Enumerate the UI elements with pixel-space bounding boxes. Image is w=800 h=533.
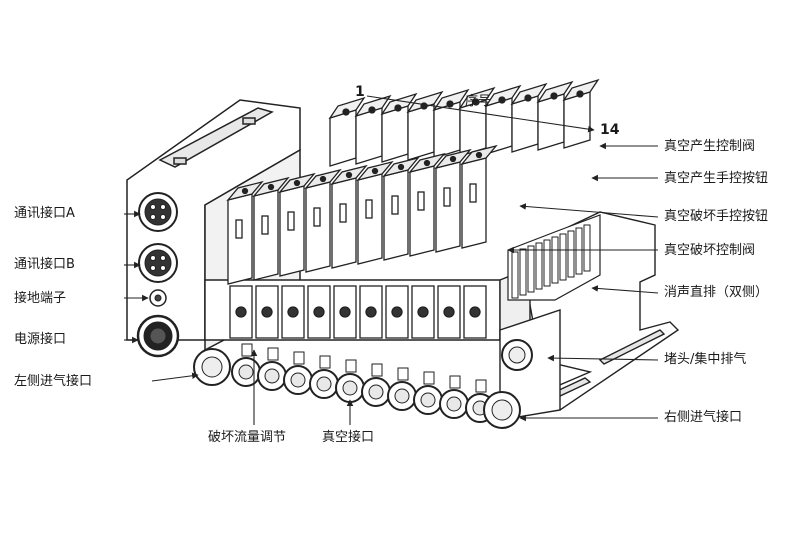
- muffler-fin: [535, 242, 543, 290]
- vacuum-fitting: [257, 347, 287, 391]
- left-inlet-fitting: [193, 348, 231, 386]
- muffler-fin: [583, 224, 591, 272]
- right-inlet-fitting: [483, 391, 521, 429]
- valve-station: [330, 88, 470, 339]
- label-vac-port: 真空接口: [322, 430, 375, 445]
- vacuum-fitting: [335, 359, 365, 403]
- label-power: 电源接口: [14, 332, 67, 347]
- plug-fitting: [501, 339, 533, 371]
- vacuum-fitting: [387, 367, 417, 411]
- label-left-inlet: 左侧进气接口: [14, 374, 93, 389]
- muffler-fin: [567, 230, 575, 278]
- label-flow-adjust: 破坏流量调节: [208, 430, 287, 445]
- muffler-fin: [559, 233, 567, 281]
- sequence-end: 14: [600, 122, 620, 138]
- label-vac-gen-manual: 真空产生手控按钮: [664, 171, 769, 186]
- label-plug: 堵头/集中排气: [664, 352, 747, 367]
- label-vac-gen-valve: 真空产生控制阀: [664, 139, 756, 154]
- label-comm-b: 通讯接口B: [14, 257, 75, 272]
- label-muffler: 消声直排（双侧）: [664, 285, 769, 300]
- valve-station: [226, 96, 366, 339]
- vacuum-fitting: [439, 375, 469, 419]
- valve-station: [252, 94, 392, 339]
- label-comm-a: 通讯接口A: [14, 206, 75, 221]
- sequence-title: 序号: [465, 94, 492, 109]
- vacuum-fitting: [361, 363, 391, 407]
- vacuum-fittings: [231, 343, 495, 423]
- valve-station: [304, 90, 444, 339]
- valve-station: [356, 86, 496, 339]
- label-vac-break-manual: 真空破坏手控按钮: [664, 209, 769, 224]
- comm-connector-b: [138, 243, 178, 283]
- valve-station: [408, 82, 548, 339]
- muffler-fin: [519, 248, 527, 296]
- vacuum-fitting: [413, 371, 443, 415]
- valve-station: [434, 80, 574, 339]
- muffler-fin: [575, 227, 583, 275]
- vacuum-fitting: [231, 343, 261, 387]
- muffler-fin: [551, 236, 559, 284]
- leader-lines: [124, 95, 659, 425]
- muffler-fin: [527, 245, 535, 293]
- muffler-fin: [543, 239, 551, 287]
- vacuum-fitting: [309, 355, 339, 399]
- valve-station: [382, 84, 522, 339]
- vacuum-fitting: [283, 351, 313, 395]
- sequence-start: 1: [355, 84, 365, 100]
- label-right-inlet: 右侧进气接口: [664, 410, 743, 425]
- ground-terminal: [149, 289, 167, 307]
- label-vac-break-valve: 真空破坏控制阀: [664, 243, 756, 258]
- muffler-fin: [511, 251, 519, 299]
- label-ground: 接地端子: [14, 291, 67, 306]
- comm-connector-a: [138, 192, 178, 232]
- valve-station: [460, 78, 600, 339]
- power-connector: [136, 314, 180, 358]
- valve-stations: [226, 78, 600, 339]
- muffler-fins: [511, 224, 591, 299]
